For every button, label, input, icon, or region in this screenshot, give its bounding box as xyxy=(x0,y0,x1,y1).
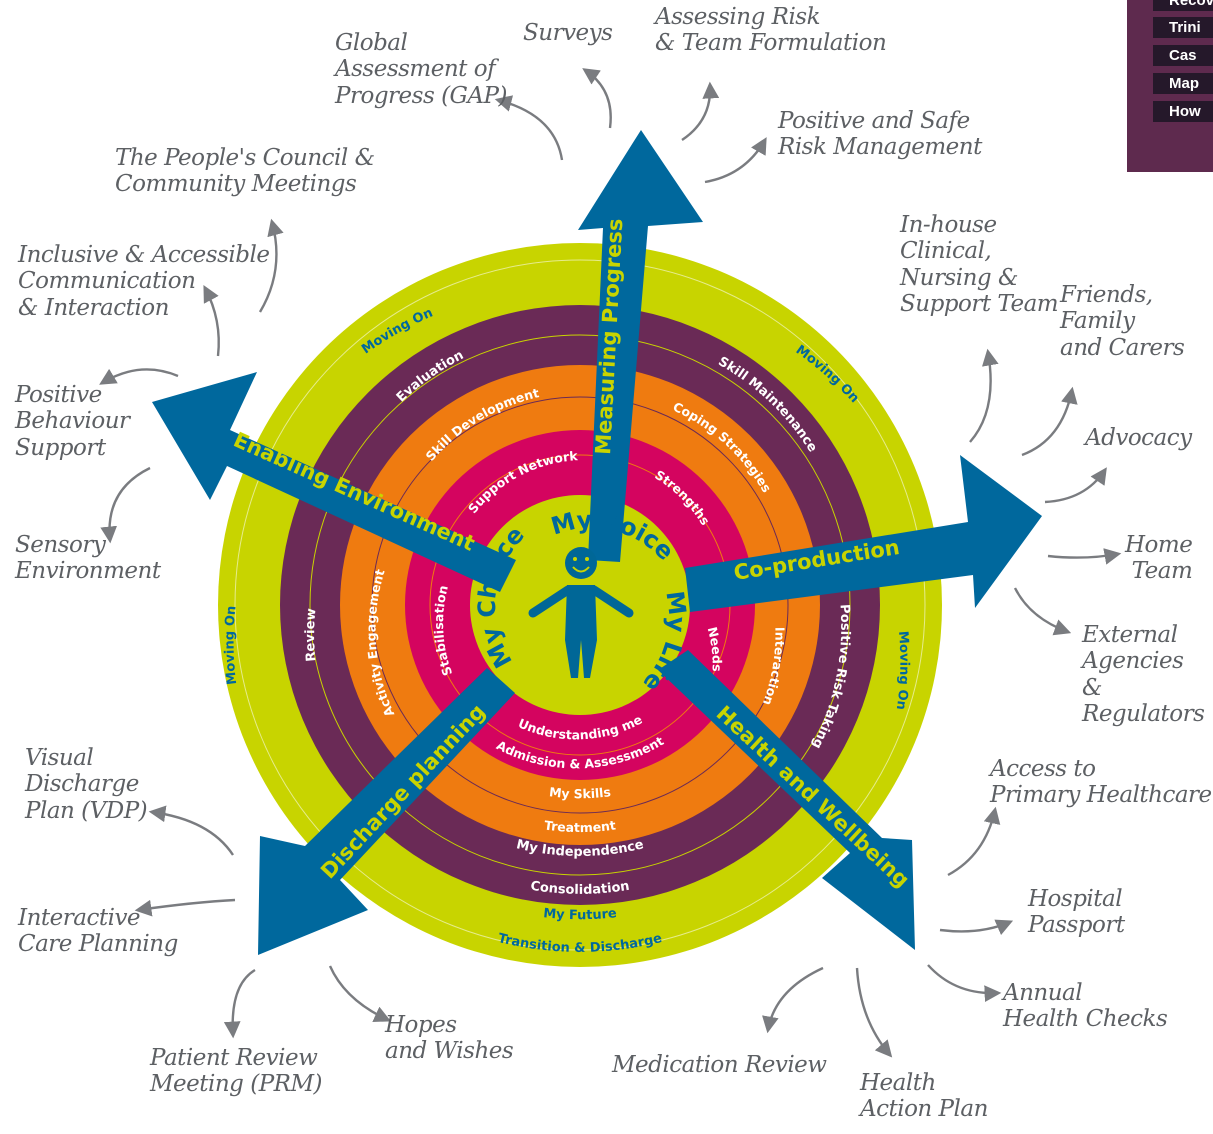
arrow-measuring-progress xyxy=(578,130,703,562)
connector-medication xyxy=(762,966,824,1034)
ring-separator-purple xyxy=(309,334,851,876)
connector-in-house xyxy=(969,348,999,443)
note-in-house: In-house Clinical, Nursing & Support Tea… xyxy=(900,212,1059,318)
label-my-skills: My Skills xyxy=(548,784,611,801)
connector-friends xyxy=(1021,386,1078,457)
note-care-planning: Interactive Care Planning xyxy=(18,905,178,958)
person-icon xyxy=(528,547,634,678)
arrow-co-production xyxy=(685,455,1042,612)
label-treatment: Treatment xyxy=(543,817,616,835)
connector-gap xyxy=(494,95,564,161)
note-surveys: Surveys xyxy=(523,20,613,46)
note-passport: Hospital Passport xyxy=(1028,886,1125,939)
note-gap: Global Assessment of Progress (GAP) xyxy=(335,30,507,109)
connector-hopes xyxy=(328,965,392,1022)
label-moving-on-left: Moving On xyxy=(223,605,241,685)
note-assessing-risk: Assessing Risk & Team Formulation xyxy=(655,4,887,57)
connector-action-plan xyxy=(855,967,893,1058)
label-needs: Needs xyxy=(705,625,725,671)
legend-item[interactable]: Map xyxy=(1153,73,1213,94)
label-my-independence: My Independence xyxy=(515,837,645,860)
legend-item[interactable]: Recovery xyxy=(1153,0,1213,11)
arrow-enabling-environment xyxy=(152,372,516,592)
connector-annual xyxy=(927,964,1002,1003)
connector-surveys xyxy=(582,68,612,129)
connector-safe-risk xyxy=(704,137,767,184)
note-safe-risk: Positive and Safe Risk Management xyxy=(778,108,982,161)
arrow-discharge-planning xyxy=(258,668,515,955)
ring-lime-separator xyxy=(234,259,926,951)
note-hopes: Hopes and Wishes xyxy=(385,1012,514,1065)
label-review: Review xyxy=(303,608,319,662)
note-advocacy: Advocacy xyxy=(1085,425,1192,451)
note-external: External Agencies & Regulators xyxy=(1082,622,1205,728)
note-peoples-council: The People's Council & Community Meeting… xyxy=(115,145,375,198)
note-home-team: Home Team xyxy=(1125,532,1193,585)
note-sensory: Sensory Environment xyxy=(15,532,161,585)
connector-prm xyxy=(223,968,256,1039)
note-primary: Access to Primary Healthcare xyxy=(990,756,1212,809)
note-prm: Patient Review Meeting (PRM) xyxy=(150,1045,323,1098)
connector-home-team xyxy=(1047,548,1122,565)
note-action-plan: Health Action Plan xyxy=(860,1070,988,1123)
connector-care-planning xyxy=(134,898,236,917)
connector-assessing-risk xyxy=(681,81,720,141)
legend-panel: Recovery Trini Cas Map How xyxy=(1127,0,1213,172)
arrow-health-wellbeing xyxy=(658,650,915,950)
connector-pbs xyxy=(99,368,179,385)
label-moving-on-right: Moving On xyxy=(893,630,912,710)
ring-separator-orange xyxy=(371,396,789,814)
connector-external xyxy=(1013,587,1072,636)
connector-passport xyxy=(939,919,1014,936)
note-friends: Friends, Family and Carers xyxy=(1060,282,1185,361)
label-my-future: My Future xyxy=(543,906,618,923)
connector-inclusive xyxy=(203,285,220,357)
connector-sensory xyxy=(100,466,151,544)
note-vdp: Visual Discharge Plan (VDP) xyxy=(25,745,148,824)
label-consolidation: Consolidation xyxy=(529,879,630,898)
note-medication: Medication Review xyxy=(612,1052,827,1078)
legend-item[interactable]: How xyxy=(1153,101,1213,122)
connector-arrows xyxy=(99,68,1122,1058)
note-inclusive: Inclusive & Accessible Communication & I… xyxy=(18,242,270,321)
note-annual: Annual Health Checks xyxy=(1003,980,1168,1033)
legend-item[interactable]: Trini xyxy=(1153,17,1213,38)
connector-primary xyxy=(947,806,1001,877)
connector-vdp xyxy=(148,805,235,856)
connector-peoples-council xyxy=(258,218,284,313)
legend-item[interactable]: Cas xyxy=(1153,45,1213,66)
connector-advocacy xyxy=(1044,467,1107,504)
note-pbs: Positive Behaviour Support xyxy=(15,382,130,461)
